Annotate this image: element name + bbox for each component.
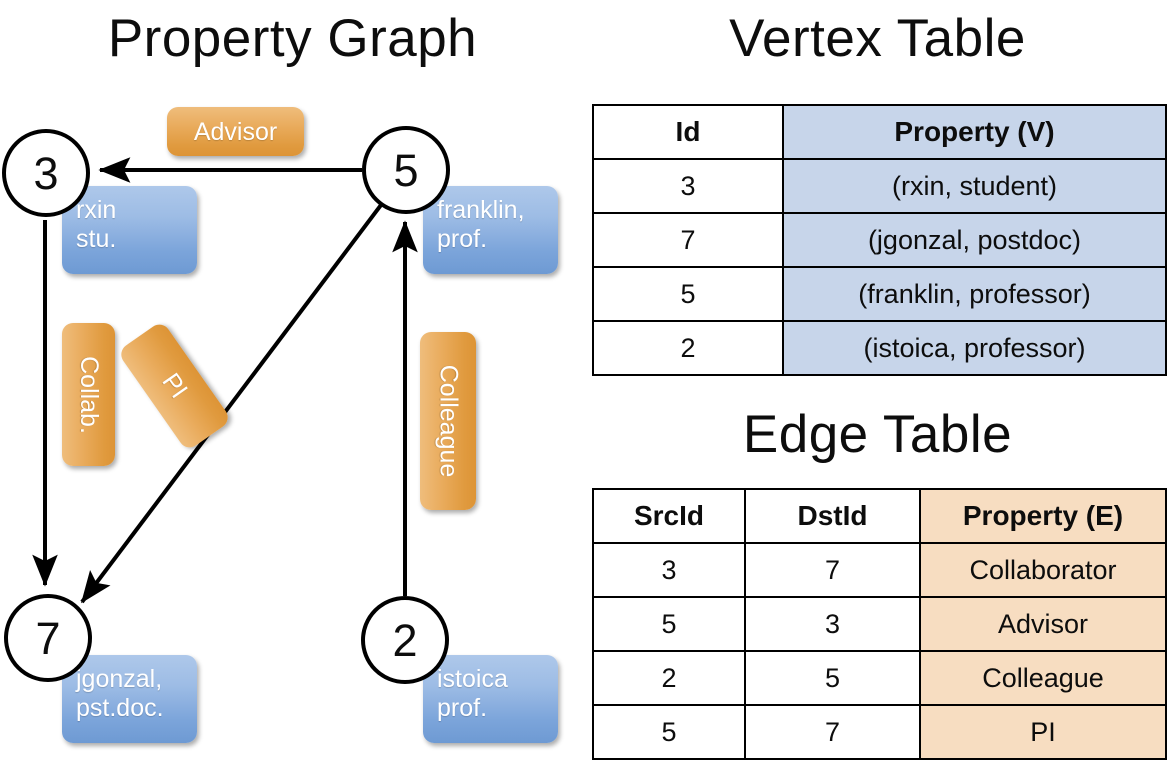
table-row[interactable]: 5 (franklin, professor) — [592, 266, 1167, 322]
vertex-table: Id Property (V) 3 (rxin, student) 7 (jgo… — [592, 104, 1167, 376]
edge-5-to-7 — [80, 203, 383, 604]
vertex-table-col-property: Property (V) — [782, 104, 1167, 160]
vertex-node-2-label: 2 — [392, 614, 418, 666]
edge-cell-dst: 5 — [744, 650, 921, 706]
edge-label-colleague[interactable]: Colleague — [420, 332, 476, 510]
edge-cell-property: Colleague — [919, 650, 1167, 706]
vertex-cell-id: 3 — [592, 158, 784, 214]
vertex-table-header-row: Id Property (V) — [592, 104, 1167, 160]
edge-label-collab[interactable]: Collab. — [62, 323, 115, 466]
vertex-node-5-label: 5 — [393, 144, 419, 196]
table-row[interactable]: 2 (istoica, professor) — [592, 320, 1167, 376]
vertex-node-2[interactable]: 2 — [361, 596, 449, 684]
table-row[interactable]: 7 (jgonzal, postdoc) — [592, 212, 1167, 268]
page-title-property-graph: Property Graph — [107, 9, 478, 68]
edge-label-advisor-text: Advisor — [193, 117, 278, 146]
vertex-property-box-2-line2: prof. — [437, 694, 488, 722]
vertex-node-3[interactable]: 3 — [2, 129, 90, 217]
edge-cell-src: 5 — [592, 596, 746, 652]
vertex-property-box-5-line1: franklin, — [437, 196, 525, 224]
vertex-node-7-label: 7 — [35, 612, 61, 664]
vertex-table-col-id: Id — [592, 104, 784, 160]
edge-cell-dst: 7 — [744, 542, 921, 598]
vertex-cell-id: 7 — [592, 212, 784, 268]
vertex-cell-id: 2 — [592, 320, 784, 376]
vertex-node-5[interactable]: 5 — [362, 126, 450, 214]
edge-cell-property: PI — [919, 704, 1167, 760]
vertex-property-box-5-line2: prof. — [437, 225, 488, 253]
vertex-cell-property: (jgonzal, postdoc) — [782, 212, 1167, 268]
edge-table-col-srcid: SrcId — [592, 488, 746, 544]
vertex-property-box-7-line1: jgonzal, — [76, 665, 163, 693]
edge-label-pi-text: PI — [156, 368, 193, 404]
vertex-cell-id: 5 — [592, 266, 784, 322]
page-title-vertex-table: Vertex Table — [729, 9, 1026, 68]
edge-cell-dst: 7 — [744, 704, 921, 760]
vertex-node-7[interactable]: 7 — [4, 594, 92, 682]
graph-edge-arrows — [32, 157, 418, 604]
edge-table-col-property: Property (E) — [919, 488, 1167, 544]
table-row[interactable]: 3 (rxin, student) — [592, 158, 1167, 214]
table-row[interactable]: 5 7 PI — [592, 704, 1167, 760]
vertex-property-box-2-line1: istoica — [437, 665, 508, 693]
edge-table: SrcId DstId Property (E) 3 7 Collaborato… — [592, 488, 1167, 760]
edge-cell-dst: 3 — [744, 596, 921, 652]
vertex-property-box-3-line1: rxin — [76, 196, 117, 224]
vertex-property-box-5[interactable]: franklin, prof. — [423, 186, 558, 274]
table-row[interactable]: 5 3 Advisor — [592, 596, 1167, 652]
edge-cell-property: Advisor — [919, 596, 1167, 652]
edge-cell-property: Collaborator — [919, 542, 1167, 598]
edge-table-header-row: SrcId DstId Property (E) — [592, 488, 1167, 544]
vertex-cell-property: (istoica, professor) — [782, 320, 1167, 376]
vertex-node-3-label: 3 — [33, 147, 59, 199]
vertex-cell-property: (rxin, student) — [782, 158, 1167, 214]
page-title-edge-table: Edge Table — [742, 405, 1013, 464]
edge-label-colleague-text: Colleague — [434, 364, 462, 478]
vertex-property-box-2[interactable]: istoica prof. — [423, 655, 558, 743]
edge-cell-src: 2 — [592, 650, 746, 706]
edge-cell-src: 3 — [592, 542, 746, 598]
vertex-property-box-7[interactable]: jgonzal, pst.doc. — [62, 655, 197, 743]
table-row[interactable]: 2 5 Colleague — [592, 650, 1167, 706]
edge-label-advisor[interactable]: Advisor — [167, 107, 304, 156]
vertex-cell-property: (franklin, professor) — [782, 266, 1167, 322]
table-row[interactable]: 3 7 Collaborator — [592, 542, 1167, 598]
vertex-property-box-7-line2: pst.doc. — [76, 694, 164, 722]
vertex-property-box-3-line2: stu. — [76, 225, 117, 253]
edge-label-collab-text: Collab. — [74, 355, 103, 434]
edge-table-col-dstid: DstId — [744, 488, 921, 544]
edge-cell-src: 5 — [592, 704, 746, 760]
vertex-property-box-3[interactable]: rxin stu. — [62, 186, 197, 274]
